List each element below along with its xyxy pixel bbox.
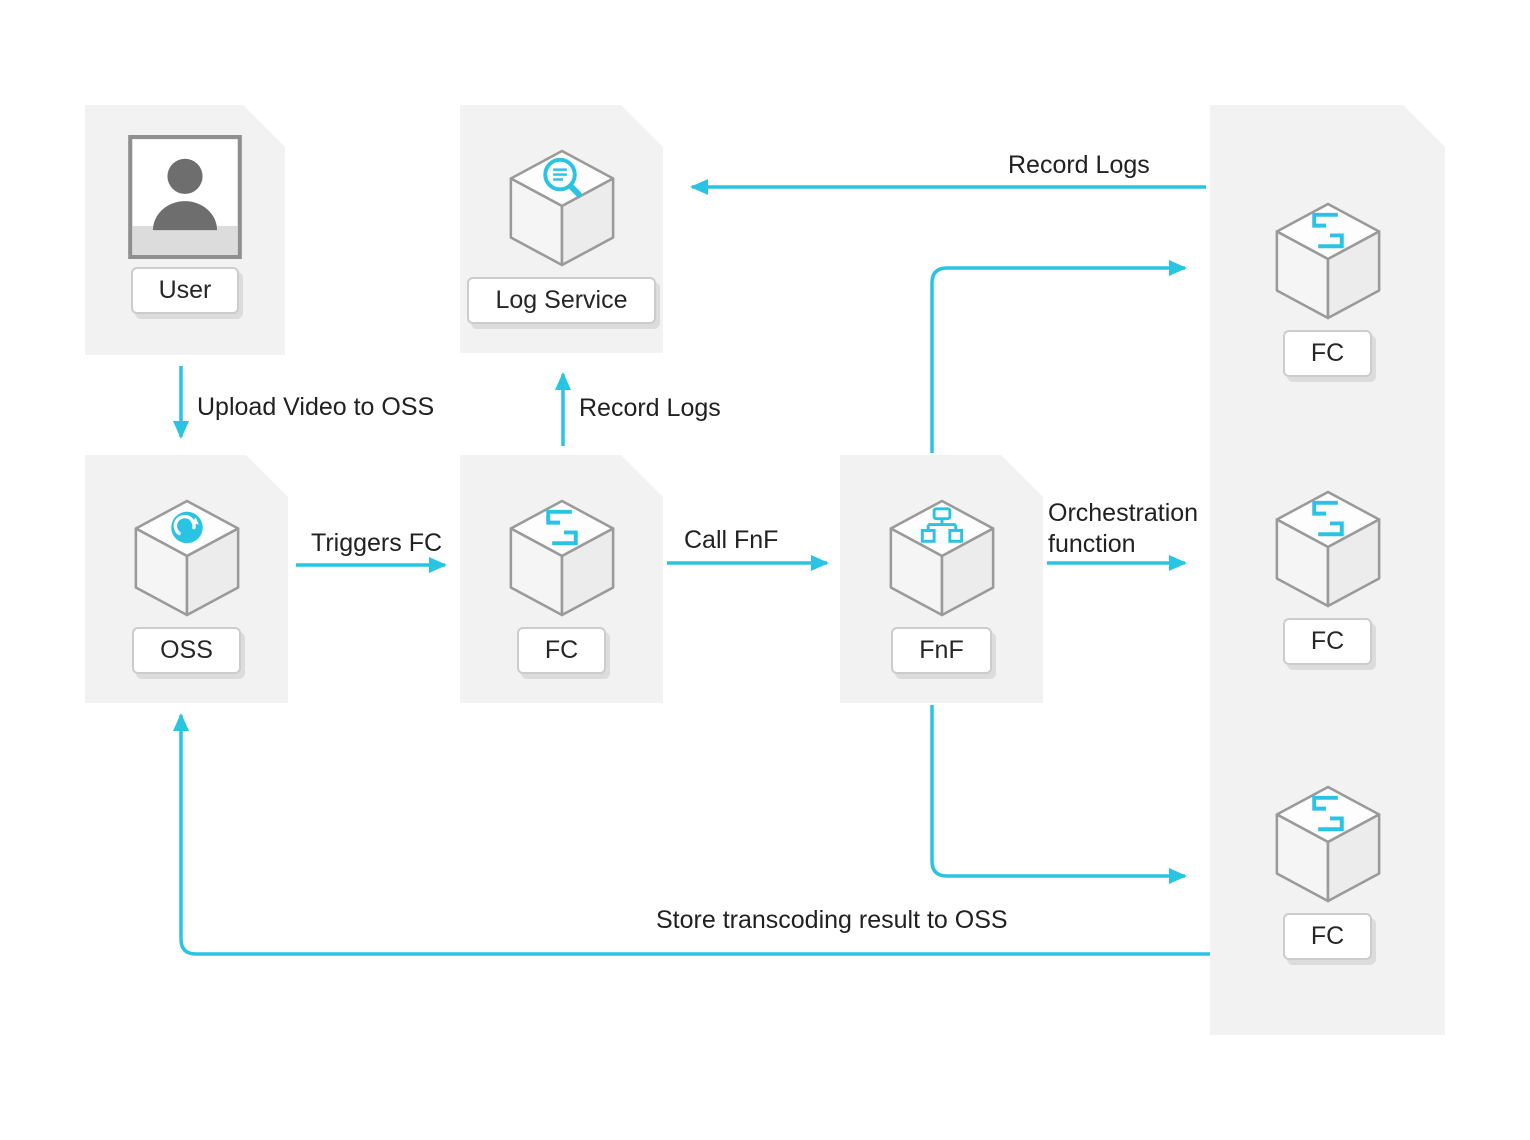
edge-fnf-to-fctop — [930, 260, 1187, 453]
fc-top-label: FC — [1283, 330, 1372, 377]
fc-group-panel: FC FC FC — [1210, 105, 1445, 1035]
function-compute-icon — [1269, 200, 1387, 322]
oss-cloud-icon — [128, 497, 246, 619]
edge-fnf-to-fcbottom — [930, 705, 1187, 884]
log-search-icon — [503, 147, 621, 269]
edge-label-triggers: Triggers FC — [311, 529, 443, 557]
function-compute-icon — [1269, 488, 1387, 610]
user-label: User — [131, 267, 240, 314]
fc-label: FC — [517, 627, 606, 674]
log-service-node: Log Service — [460, 105, 663, 353]
fnf-node: FnF — [840, 455, 1043, 703]
edge-label-record-logs-top: Record Logs — [1008, 151, 1150, 179]
edge-label-call-fnf: Call FnF — [684, 526, 779, 554]
user-portrait-icon — [128, 135, 242, 259]
fc-mid-label: FC — [1283, 618, 1372, 665]
function-compute-icon — [1269, 783, 1387, 905]
edge-label-store-result: Store transcoding result to OSS — [656, 906, 1008, 934]
edge-label-orchestration: Orchestration function — [1048, 499, 1199, 559]
fc-mid-node: FC — [1210, 488, 1445, 665]
fc-node: FC — [460, 455, 663, 703]
function-compute-icon — [503, 497, 621, 619]
log-service-label: Log Service — [467, 277, 655, 324]
fc-bottom-node: FC — [1210, 783, 1445, 960]
fnf-label: FnF — [891, 627, 991, 674]
user-node: User — [85, 105, 285, 355]
workflow-icon — [883, 497, 1001, 619]
oss-node: OSS — [85, 455, 288, 703]
oss-label: OSS — [132, 627, 241, 674]
edge-label-record-logs-up: Record Logs — [579, 394, 721, 422]
fc-top-node: FC — [1210, 200, 1445, 377]
edge-label-upload: Upload Video to OSS — [197, 393, 435, 421]
fc-bottom-label: FC — [1283, 913, 1372, 960]
